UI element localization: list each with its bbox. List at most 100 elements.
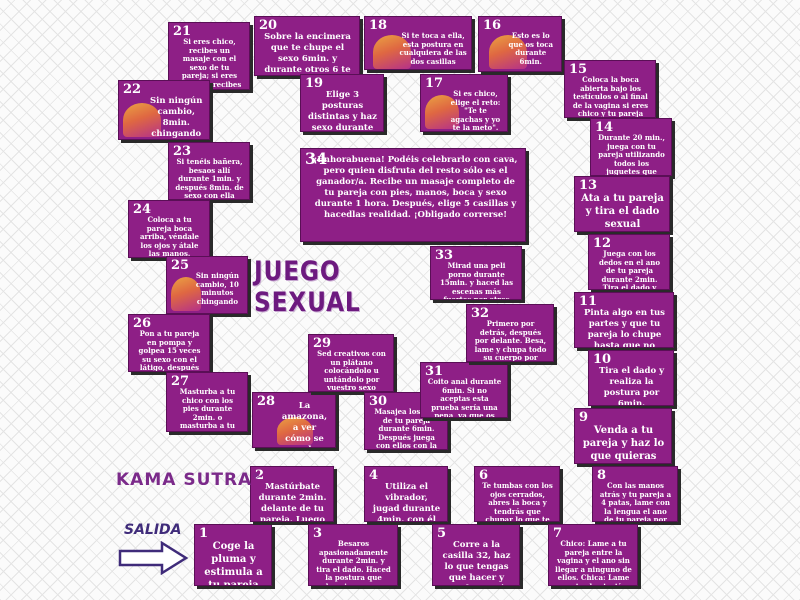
square-number: 13 xyxy=(579,178,598,193)
square-number: 29 xyxy=(313,336,332,351)
square-number: 4 xyxy=(369,468,379,483)
square-text: Con las manos atrás y tu pareja a 4 pata… xyxy=(599,481,672,522)
square-24[interactable]: 24 Coloca a tu pareja boca arriba, vénda… xyxy=(128,200,210,258)
square-text: Si te toca a ella, esta postura en cualq… xyxy=(399,31,467,66)
square-26[interactable]: 26 Pon a tu pareja en pompa y golpea 15 … xyxy=(128,314,210,372)
square-text: Tira el dado y realiza la postura por 6m… xyxy=(598,366,665,406)
square-8[interactable]: 8 Con las manos atrás y tu pareja a 4 pa… xyxy=(592,466,678,522)
square-27[interactable]: 27 Masturba a tu chico con los pies dura… xyxy=(166,372,248,432)
square-number: 30 xyxy=(369,394,388,409)
square-text: Juega con los dedos en el ano de tu pare… xyxy=(598,249,661,290)
square-23[interactable]: 23 Si tenéis bañera, besaos allí durante… xyxy=(168,142,250,200)
square-29[interactable]: 29 Sed creativos con un plátano colocánd… xyxy=(308,334,394,392)
square-text: Esto es lo que os toca durante 6min. xyxy=(508,31,554,66)
square-text: La amazona, a ver cómo se os da xyxy=(281,401,328,447)
square-number: 10 xyxy=(593,352,612,367)
square-6[interactable]: 6 Te tumbas con los ojos cerrados, abres… xyxy=(474,466,560,522)
square-15[interactable]: 15 Coloca la boca abierta bajo los testí… xyxy=(564,60,656,118)
square-text: Durante 20 min., juega con tu pareja uti… xyxy=(598,133,665,176)
square-text: Coloca a tu pareja boca arriba, véndale … xyxy=(139,215,200,258)
square-text: Ata a tu pareja y tira el dado sexual xyxy=(581,193,664,230)
square-number: 8 xyxy=(597,468,607,483)
arrow-right-icon xyxy=(118,541,188,575)
square-28[interactable]: 28 La amazona, a ver cómo se os da xyxy=(252,392,336,448)
square-number: 25 xyxy=(171,258,190,273)
square-9[interactable]: 9 Venda a tu pareja y haz lo que quieras xyxy=(574,408,672,464)
square-number: 12 xyxy=(593,236,612,251)
square-text: Coloca la boca abierta bajo los testícul… xyxy=(572,75,649,118)
square-text: Elige 3 posturas distintas y haz sexo du… xyxy=(308,90,377,132)
square-number: 28 xyxy=(257,394,276,409)
square-text: Pon a tu pareja en pompa y golpea 15 vec… xyxy=(138,329,201,372)
couple-figure-icon xyxy=(425,95,459,129)
square-14[interactable]: 14 Durante 20 min., juega con tu pareja … xyxy=(590,118,672,176)
square-12[interactable]: 12 Juega con los dedos en el ano de tu p… xyxy=(588,234,670,290)
square-text: Coito anal durante 6min. Si no aceptas e… xyxy=(427,377,502,418)
square-text: Sed creativos con un plátano colocándolo… xyxy=(317,349,386,392)
square-25[interactable]: 25 Sin ningún cambio, 10 minutos chingan… xyxy=(166,256,248,314)
couple-figure-icon xyxy=(277,417,313,445)
square-text: Mastúrbate durante 2min. delante de tu p… xyxy=(258,482,327,522)
square-number: 7 xyxy=(553,526,563,541)
square-text: Si es chico, elige el reto: "Te te agach… xyxy=(450,89,501,132)
square-20[interactable]: 20 Sobre la encimera que te chupe el sex… xyxy=(254,16,360,76)
square-number: 31 xyxy=(425,364,444,379)
square-number: 11 xyxy=(579,294,598,309)
square-text: Si tenéis bañera, besaos allí durante 1m… xyxy=(175,157,244,200)
square-1[interactable]: 1 Coge la pluma y estimula a tu pareja xyxy=(194,524,272,586)
square-31[interactable]: 31 Coito anal durante 6min. Si no acepta… xyxy=(420,362,508,418)
square-number: 24 xyxy=(133,202,152,217)
square-number: 20 xyxy=(259,18,278,33)
square-text: Te tumbas con los ojos cerrados, abres l… xyxy=(482,481,553,522)
square-text: Pinta algo en tus partes y que tu pareja… xyxy=(584,308,665,348)
square-5[interactable]: 5 Corre a la casilla 32, haz lo que teng… xyxy=(432,524,520,586)
square-number: 32 xyxy=(471,306,490,321)
square-text: ¡Enhorabuena! Podéis celebrarlo con cava… xyxy=(313,155,518,220)
square-number: 27 xyxy=(171,374,190,389)
square-10[interactable]: 10 Tira el dado y realiza la postura por… xyxy=(588,350,674,406)
square-number: 2 xyxy=(255,468,265,483)
square-21[interactable]: 21 Si eres chico, recibes un masaje con … xyxy=(168,22,250,90)
square-text: Utiliza el vibrador, jugad durante 4min.… xyxy=(372,482,441,522)
square-text: Venda a tu pareja y haz lo que quieras xyxy=(582,425,665,462)
square-text: Masajea los pies de tu pareja durante 6m… xyxy=(374,407,438,450)
square-19[interactable]: 19 Elige 3 posturas distintas y haz sexo… xyxy=(300,74,384,132)
square-text: Corre a la casilla 32, haz lo que tengas… xyxy=(442,540,511,585)
square-number: 5 xyxy=(437,526,447,541)
square-number: 22 xyxy=(123,82,142,97)
square-text: Chico: Lame a tu pareja entre la vagina … xyxy=(555,539,632,585)
square-number: 6 xyxy=(479,468,489,483)
square-4[interactable]: 4 Utiliza el vibrador, jugad durante 4mi… xyxy=(364,466,448,522)
square-33[interactable]: 33 Mirad una peli porno durante 15min. y… xyxy=(430,246,522,300)
square-22[interactable]: 22 Sin ningún cambio, 8min. chingando xyxy=(118,80,210,140)
square-34-finish[interactable]: 34 ¡Enhorabuena! Podéis celebrarlo con c… xyxy=(300,148,526,242)
square-11[interactable]: 11 Pinta algo en tus partes y que tu par… xyxy=(574,292,674,348)
square-7[interactable]: 7 Chico: Lame a tu pareja entre la vagin… xyxy=(548,524,638,586)
square-text: Besaros apasionadamente durante 2min. y … xyxy=(316,539,391,585)
square-number: 21 xyxy=(173,24,192,39)
square-number: 19 xyxy=(305,76,324,91)
square-2[interactable]: 2 Mastúrbate durante 2min. delante de tu… xyxy=(250,466,334,522)
square-number: 18 xyxy=(369,18,388,33)
square-text: Sin ningún cambio, 8min. chingando xyxy=(150,96,203,139)
square-text: Primero por detrás, después por delante.… xyxy=(474,319,547,362)
square-number: 33 xyxy=(435,248,454,263)
square-number: 26 xyxy=(133,316,152,331)
square-number: 9 xyxy=(579,410,589,425)
square-13[interactable]: 13 Ata a tu pareja y tira el dado sexual xyxy=(574,176,670,232)
square-3[interactable]: 3 Besaros apasionadamente durante 2min. … xyxy=(308,524,398,586)
square-text: Masturba a tu chico con los pies durante… xyxy=(179,387,236,431)
start-label: SALIDA xyxy=(124,522,182,538)
square-number: 3 xyxy=(313,526,323,541)
square-18[interactable]: 18 Si te toca a ella, esta postura en cu… xyxy=(364,16,472,70)
board-title: JUEGO SEXUAL xyxy=(254,256,361,318)
square-text: Mirad una peli porno durante 15min. y ha… xyxy=(439,261,514,300)
square-text: Sin ningún cambio, 10 minutos chingando xyxy=(195,271,239,306)
square-16[interactable]: 16 Esto es lo que os toca durante 6min. xyxy=(478,16,562,72)
square-17[interactable]: 17 Si es chico, elige el reto: "Te te ag… xyxy=(420,74,508,132)
couple-figure-icon xyxy=(123,103,161,137)
square-32[interactable]: 32 Primero por detrás, después por delan… xyxy=(466,304,554,362)
square-number: 15 xyxy=(569,62,588,77)
square-number: 1 xyxy=(199,526,209,541)
